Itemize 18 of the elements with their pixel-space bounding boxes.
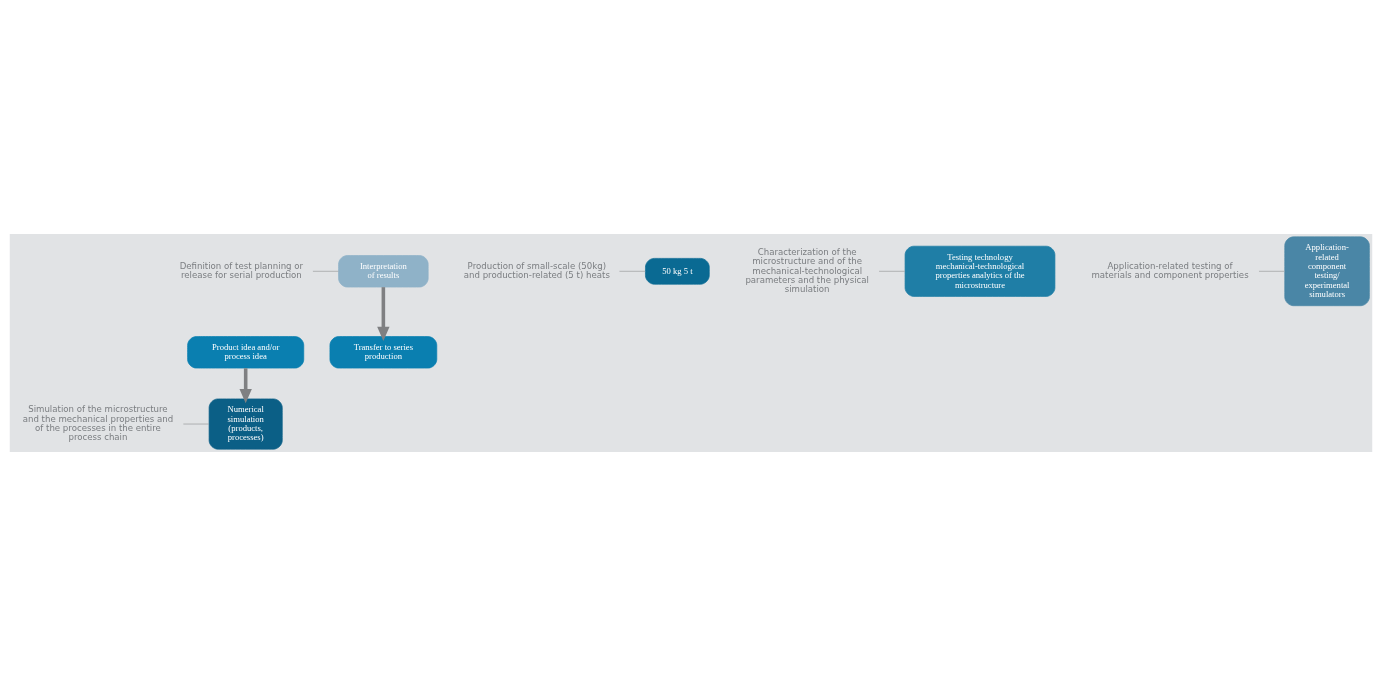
node-box: Product idea and/or process idea — [187, 336, 305, 369]
node-box: Numerical simulation (products, processes) — [208, 398, 283, 450]
arrow — [239, 368, 252, 404]
arrow — [377, 287, 390, 341]
node-box: Transfer to series production — [329, 336, 438, 369]
node-box: 50 kg 5 t — [645, 258, 710, 285]
node-text: Simulation of the microstructure and the mechanical properties and of the processes in the entire process chain — [22, 404, 174, 443]
node-text: Definition of test planning or release for serial production — [179, 260, 304, 281]
node-box: Interpretation of results — [338, 255, 429, 288]
node-text: Application-related testing of materials and component properties — [1091, 260, 1249, 281]
node-text: Production of small-scale (50kg) and production-related (5 t) heats — [463, 260, 610, 281]
node-box: Application-related component testing/ experimental simulators — [1284, 236, 1370, 307]
connector — [619, 270, 646, 272]
connector — [878, 270, 906, 272]
node-text: Characterization of the microstructure and of the mechanical-technological parameters and the physical simulation — [745, 246, 869, 295]
node-box: Testing technology mechanical-technological properties analytics of the microstructure — [904, 245, 1056, 297]
connector — [1258, 270, 1285, 272]
connector — [312, 270, 339, 272]
